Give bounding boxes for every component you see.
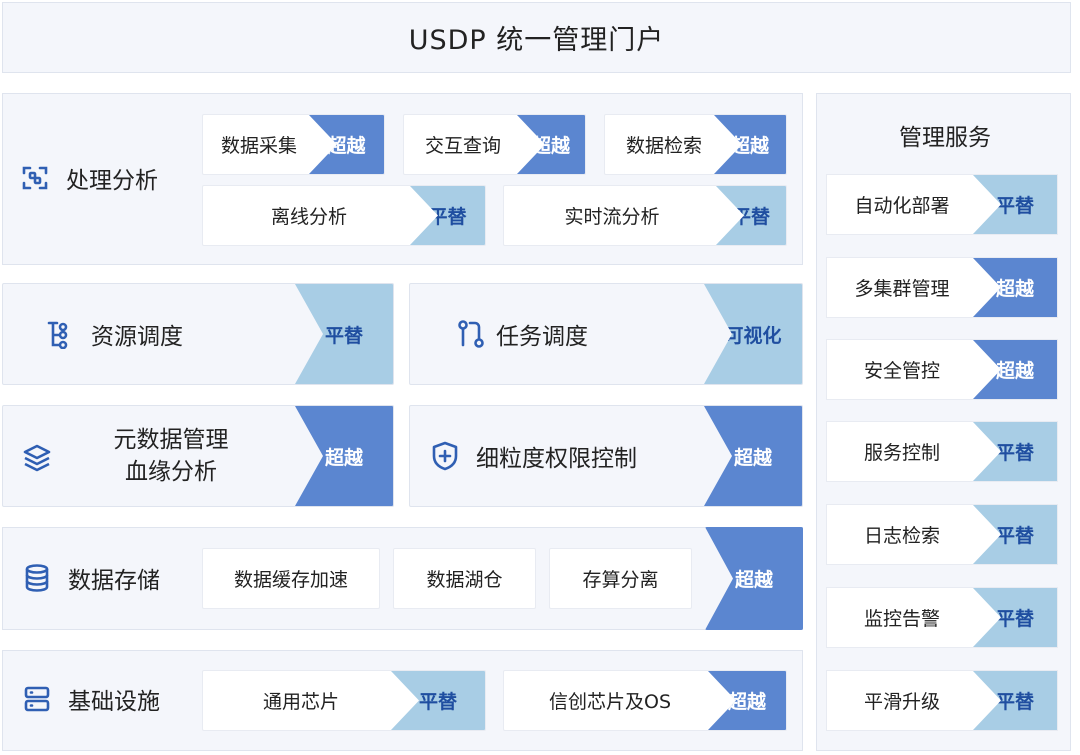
mgmt-item-auto-deploy[interactable]: 自动化部署 平替: [826, 174, 1058, 235]
surpass-tag: 超越: [714, 115, 786, 174]
resource-scheduling[interactable]: 资源调度 平替: [2, 283, 394, 385]
metadata-lineage[interactable]: 元数据管理 血缘分析 超越: [2, 405, 394, 507]
item-label: 通用芯片: [262, 691, 339, 713]
server-icon: [22, 684, 52, 714]
storage-item-cache[interactable]: 数据缓存加速: [202, 548, 380, 609]
mgmt-item-multi-cluster[interactable]: 多集群管理 超越: [826, 257, 1058, 318]
processing-category: 处理分析: [20, 158, 158, 198]
metadata-label-line1: 元数据管理: [113, 427, 229, 453]
infrastructure-label: 基础设施: [68, 689, 160, 715]
item-label: 多集群管理: [854, 278, 950, 300]
replace-tag: 平替: [295, 284, 393, 384]
item-label: 平滑升级: [863, 691, 940, 713]
visualization-tag: 可视化: [704, 284, 802, 384]
scan-icon: [20, 163, 50, 193]
git-branch-icon: [456, 319, 486, 349]
item-label: 数据检索: [625, 135, 702, 157]
processing-item-stream[interactable]: 实时流分析 平替: [503, 185, 787, 246]
surpass-tag: 超越: [309, 115, 384, 174]
processing-item-offline[interactable]: 离线分析 平替: [202, 185, 486, 246]
replace-tag: 平替: [973, 422, 1057, 481]
mgmt-item-monitor-alert[interactable]: 监控告警 平替: [826, 587, 1058, 648]
surpass-tag: 超越: [517, 115, 585, 174]
surpass-tag: 超越: [973, 340, 1057, 399]
metadata-label-line2: 血缘分析: [125, 459, 217, 485]
replace-tag: 平替: [410, 186, 485, 245]
storage-label: 数据存储: [68, 568, 160, 594]
processing-item-collect[interactable]: 数据采集 超越: [202, 114, 385, 175]
surpass-tag: 超越: [973, 258, 1057, 317]
resource-scheduling-label: 资源调度: [91, 324, 183, 350]
item-label: 数据采集: [220, 135, 297, 157]
mgmt-item-log-search[interactable]: 日志检索 平替: [826, 504, 1058, 565]
metadata-label: 元数据管理 血缘分析: [71, 424, 271, 488]
portal-title: USDP 统一管理门户: [2, 2, 1071, 73]
replace-tag: 平替: [716, 186, 786, 245]
mgmt-item-security[interactable]: 安全管控 超越: [826, 339, 1058, 400]
item-label: 存算分离: [582, 569, 659, 591]
surpass-tag: 超越: [708, 671, 786, 730]
item-label: 监控告警: [863, 608, 940, 630]
item-label: 交互查询: [424, 135, 501, 157]
storage-tag-box: 超越: [705, 527, 803, 630]
database-icon: [22, 563, 52, 593]
item-label: 数据湖仓: [426, 569, 503, 591]
storage-category: 数据存储: [22, 558, 160, 598]
fine-grained-permission[interactable]: 细粒度权限控制 超越: [409, 405, 803, 507]
layers-icon: [21, 442, 53, 479]
surpass-tag: 超越: [295, 406, 393, 506]
surpass-tag: 超越: [705, 527, 803, 630]
storage-item-lakehouse[interactable]: 数据湖仓: [393, 548, 536, 609]
item-label: 实时流分析: [564, 206, 660, 228]
storage-item-separation[interactable]: 存算分离: [549, 548, 692, 609]
portal-title-text: USDP 统一管理门户: [408, 25, 665, 56]
permission-label: 细粒度权限控制: [476, 446, 637, 472]
surpass-tag: 超越: [704, 406, 802, 506]
permission-category: 细粒度权限控制: [430, 436, 637, 476]
mgmt-item-smooth-upgrade[interactable]: 平滑升级 平替: [826, 670, 1058, 731]
tree-icon: [45, 319, 75, 349]
mgmt-item-service-control[interactable]: 服务控制 平替: [826, 421, 1058, 482]
task-scheduling-category: 任务调度: [456, 314, 588, 354]
task-scheduling[interactable]: 任务调度 可视化: [409, 283, 803, 385]
item-label: 日志检索: [863, 525, 940, 547]
item-label: 服务控制: [863, 442, 940, 464]
replace-tag: 平替: [391, 671, 485, 730]
processing-label: 处理分析: [66, 168, 158, 194]
resource-scheduling-category: 资源调度: [45, 314, 183, 354]
task-scheduling-label: 任务调度: [496, 324, 588, 350]
processing-item-search[interactable]: 数据检索 超越: [604, 114, 787, 175]
replace-tag: 平替: [973, 671, 1057, 730]
processing-item-query[interactable]: 交互查询 超越: [403, 114, 586, 175]
shield-plus-icon: [430, 441, 460, 471]
infrastructure-category: 基础设施: [22, 679, 160, 719]
replace-tag: 平替: [973, 505, 1057, 564]
replace-tag: 平替: [973, 588, 1057, 647]
management-title: 管理服务: [899, 125, 991, 151]
item-label: 离线分析: [270, 206, 347, 228]
item-label: 自动化部署: [854, 195, 950, 217]
item-label: 安全管控: [863, 360, 940, 382]
infra-item-general-chip[interactable]: 通用芯片 平替: [202, 670, 486, 731]
replace-tag: 平替: [973, 175, 1057, 234]
item-label: 数据缓存加速: [233, 569, 348, 591]
infra-item-xinchuang-chip[interactable]: 信创芯片及OS 超越: [503, 670, 787, 731]
item-label: 信创芯片及OS: [548, 691, 672, 713]
